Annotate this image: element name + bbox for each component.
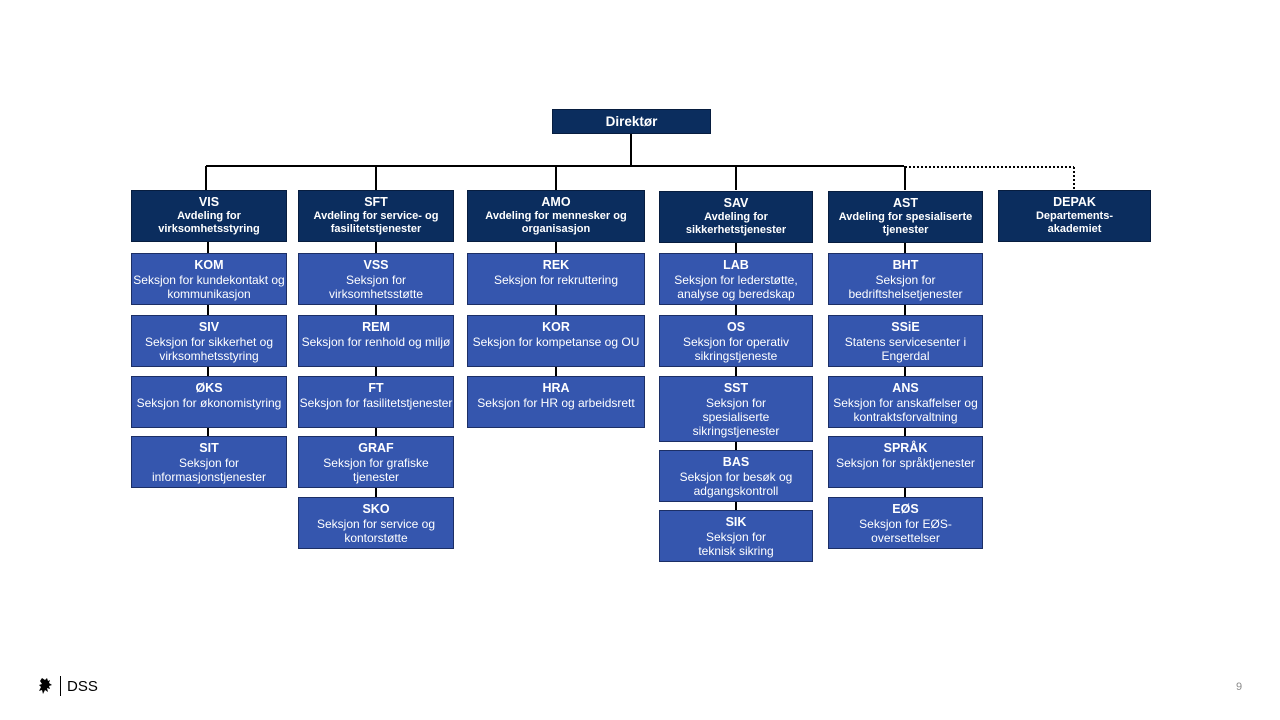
section-name: Seksjon for rekruttering [493, 273, 619, 287]
department-abbr: SAV [723, 196, 749, 210]
section-sko: SKO Seksjon for service og kontorstøtte [298, 497, 454, 549]
section-sit: SIT Seksjon for informasjonstjenester [131, 436, 287, 488]
section-kom: KOM Seksjon for kundekontakt og kommunik… [131, 253, 287, 305]
section-abbr: KOR [542, 320, 570, 334]
section-bht: BHT Seksjon for bedriftshelsetjenester [828, 253, 983, 305]
section-oks: ØKS Seksjon for økonomistyring [131, 376, 287, 428]
section-name: Seksjon for HR og arbeidsrett [477, 396, 635, 410]
footer-logo: DSS [38, 676, 98, 696]
department-sft: SFT Avdeling for service- og fasilitetst… [298, 190, 454, 242]
section-name: Seksjon for anskaffelser og kontraktsfor… [833, 396, 978, 424]
section-name: Seksjon for service og kontorstøtte [316, 517, 436, 545]
section-sprak: SPRÅK Seksjon for språktjenester [828, 436, 983, 488]
department-vis: VIS Avdeling for virksomhetsstyring [131, 190, 287, 242]
department-name: Avdeling for sikkerhetstjenester [685, 211, 787, 236]
section-graf: GRAF Seksjon for grafiske tjenester [298, 436, 454, 488]
department-sav: SAV Avdeling for sikkerhetstjenester [659, 191, 813, 243]
section-bas: BAS Seksjon for besøk og adgangskontroll [659, 450, 813, 502]
section-rem: REM Seksjon for renhold og miljø [298, 315, 454, 367]
section-name: Seksjon for kompetanse og OU [472, 335, 640, 349]
section-abbr: GRAF [358, 441, 394, 455]
department-name: Avdeling for mennesker og organisasjon [485, 210, 627, 235]
section-sst: SST Seksjon for spesialiserte sikringstj… [659, 376, 813, 442]
department-depak: DEPAK Departements-akademiet [998, 190, 1151, 242]
section-name: Seksjon for virksomhetsstøtte [328, 273, 424, 301]
section-siv: SIV Seksjon for sikkerhet og virksomhets… [131, 315, 287, 367]
section-abbr: FT [368, 381, 384, 395]
section-vss: VSS Seksjon for virksomhetsstøtte [298, 253, 454, 305]
section-abbr: BHT [892, 258, 919, 272]
section-name: Seksjon for besøk og adgangskontroll [679, 470, 793, 498]
section-abbr: SSiE [891, 320, 920, 334]
footer-logo-text: DSS [67, 677, 98, 695]
section-name: Seksjon for spesialiserte sikringstjenes… [692, 396, 780, 438]
section-sik: SIK Seksjon for teknisk sikring [659, 510, 813, 562]
section-abbr: BAS [722, 455, 750, 469]
section-abbr: SIV [198, 320, 220, 334]
section-abbr: VSS [363, 258, 389, 272]
section-name: Statens servicesenter i Engerdal [844, 335, 967, 363]
department-abbr: AST [893, 196, 918, 210]
section-name: Seksjon for grafiske tjenester [323, 456, 429, 484]
department-name: Avdeling for service- og fasilitetstjene… [313, 210, 439, 235]
section-abbr: ØKS [195, 381, 223, 395]
section-ft: FT Seksjon for fasilitetstjenester [298, 376, 454, 428]
section-abbr: REK [542, 258, 570, 272]
section-abbr: SPRÅK [883, 441, 928, 455]
section-name: Seksjon for økonomistyring [136, 396, 282, 410]
section-ssie: SSiE Statens servicesenter i Engerdal [828, 315, 983, 367]
department-name: Avdeling for spesialiserte tjenester [838, 211, 973, 236]
section-lab: LAB Seksjon for lederstøtte, analyse og … [659, 253, 813, 305]
section-hra: HRA Seksjon for HR og arbeidsrett [467, 376, 645, 428]
section-name: Seksjon for operativ sikringstjeneste [682, 335, 790, 363]
department-name: Departements-akademiet [1035, 210, 1114, 235]
section-abbr: OS [726, 320, 746, 334]
section-name: Seksjon for sikkerhet og virksomhetsstyr… [144, 335, 274, 363]
section-abbr: SIT [199, 441, 219, 455]
section-abbr: SST [723, 381, 749, 395]
director-label: Direktør [605, 114, 658, 129]
section-os: OS Seksjon for operativ sikringstjeneste [659, 315, 813, 367]
section-abbr: EØS [892, 502, 919, 516]
section-abbr: HRA [542, 381, 570, 395]
section-abbr: SKO [362, 502, 390, 516]
norwegian-lion-icon [39, 678, 52, 694]
section-name: Seksjon for lederstøtte, analyse og bere… [674, 273, 798, 301]
section-abbr: KOM [194, 258, 224, 272]
department-amo: AMO Avdeling for mennesker og organisasj… [467, 190, 645, 242]
section-rek: REK Seksjon for rekruttering [467, 253, 645, 305]
page-number: 9 [1236, 681, 1243, 693]
section-name: Seksjon for kundekontakt og kommunikasjo… [133, 273, 285, 301]
department-abbr: SFT [364, 195, 388, 209]
section-ans: ANS Seksjon for anskaffelser og kontrakt… [828, 376, 983, 428]
department-abbr: VIS [198, 195, 220, 209]
section-name: Seksjon for språktjenester [836, 456, 975, 470]
director-box: Direktør [552, 109, 711, 134]
department-abbr: DEPAK [1053, 195, 1096, 209]
department-abbr: AMO [541, 195, 571, 209]
section-abbr: ANS [892, 381, 919, 395]
section-name: Seksjon for renhold og miljø [301, 335, 451, 349]
department-name: Avdeling for virksomhetsstyring [158, 210, 260, 235]
department-ast: AST Avdeling for spesialiserte tjenester [828, 191, 983, 243]
section-name: Seksjon for teknisk sikring [698, 530, 774, 558]
section-name: Seksjon for fasilitetstjenester [299, 396, 453, 410]
section-abbr: SIK [725, 515, 747, 529]
section-name: Seksjon for bedriftshelsetjenester [848, 273, 963, 301]
section-name: Seksjon for informasjonstjenester [151, 456, 267, 484]
section-abbr: REM [362, 320, 390, 334]
section-abbr: LAB [723, 258, 749, 272]
footer-divider [60, 676, 61, 696]
section-name: Seksjon for EØS-oversettelser [859, 517, 952, 545]
section-kor: KOR Seksjon for kompetanse og OU [467, 315, 645, 367]
section-eos: EØS Seksjon for EØS-oversettelser [828, 497, 983, 549]
